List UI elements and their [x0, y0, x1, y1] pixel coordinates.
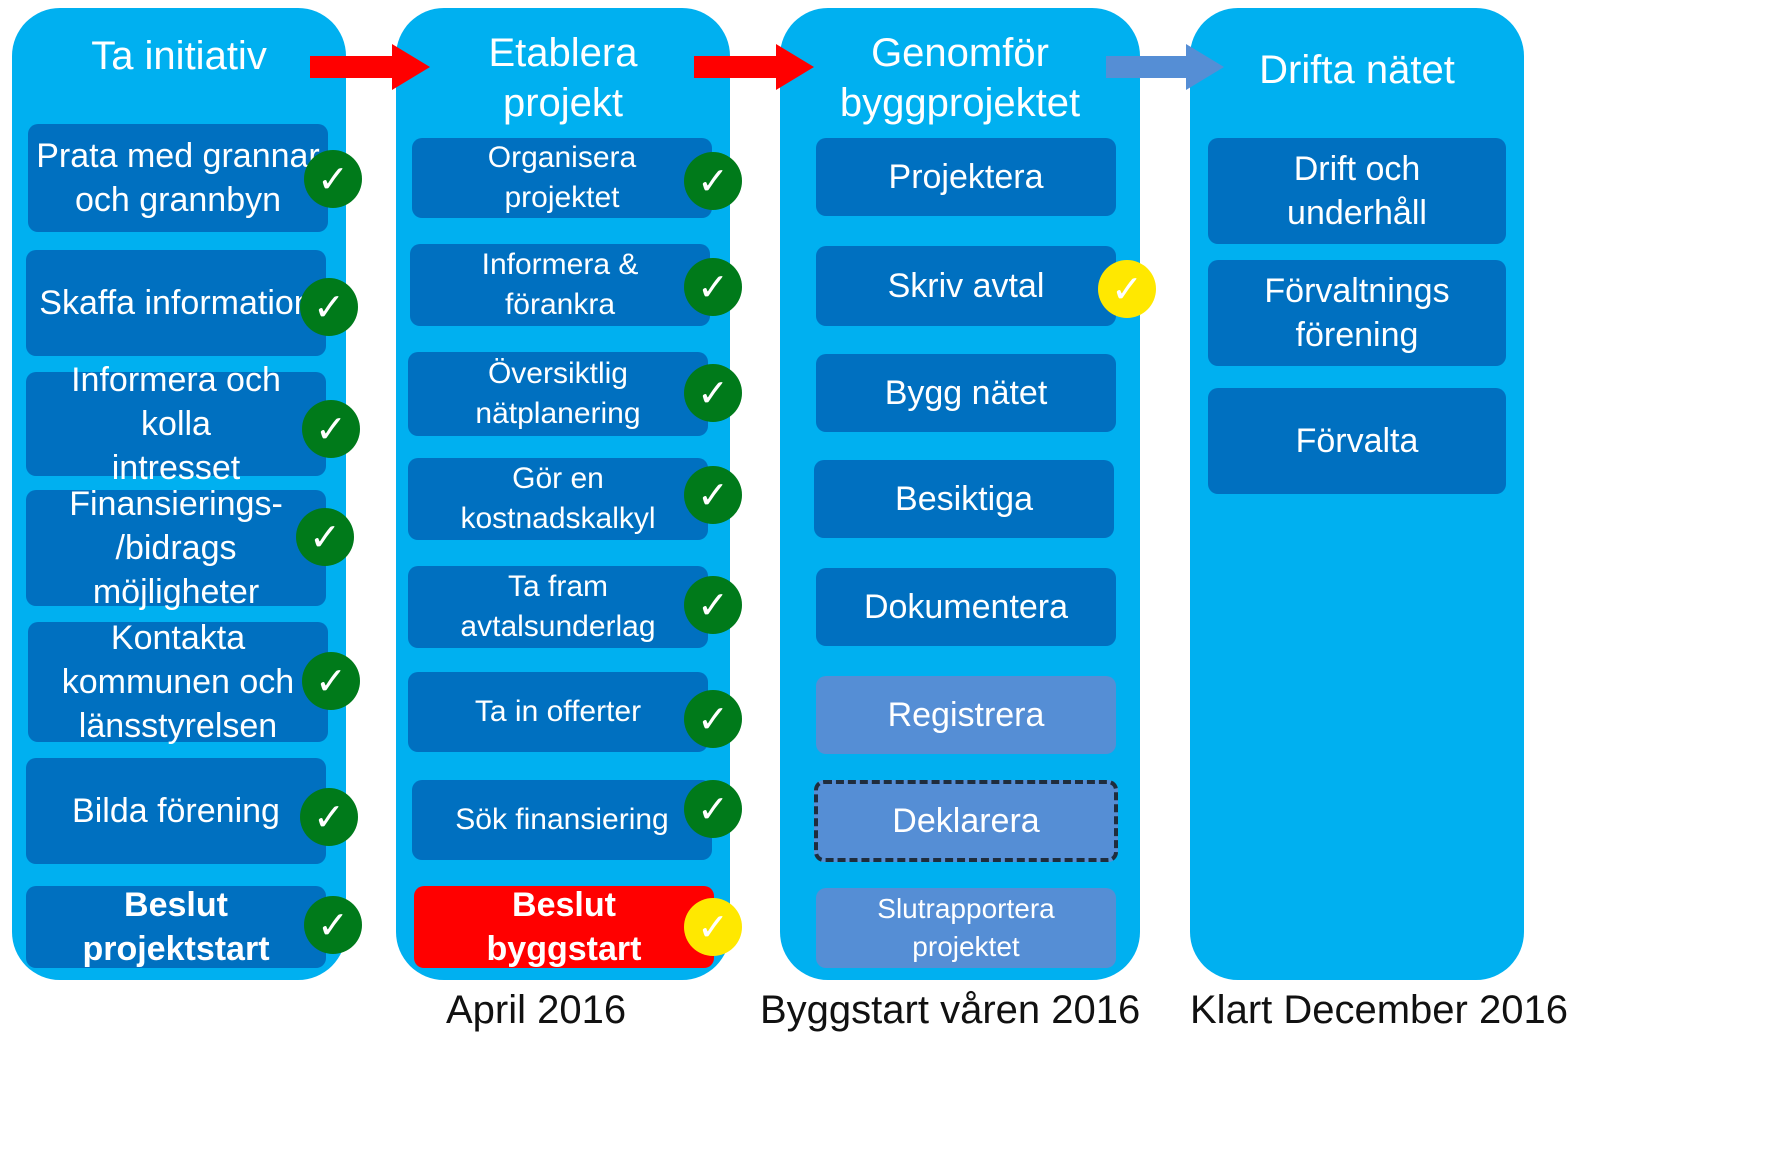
- step-projektera: Projektera: [816, 138, 1116, 216]
- step-skriv-avtal: Skriv avtal: [816, 246, 1116, 326]
- step-forvalta: Förvalta: [1208, 388, 1506, 494]
- date-label-april-2016: April 2016: [446, 988, 627, 1032]
- check-done-icon: ✓: [684, 576, 742, 634]
- step-sok-finansiering: Sök finansiering: [412, 780, 712, 860]
- step-drift-och-underhall: Drift och underhåll: [1208, 138, 1506, 244]
- step-finansierings-bidrag: Finansierings- /bidrags möjligheter: [26, 485, 326, 611]
- check-done-icon: ✓: [302, 652, 360, 710]
- column-title: Etablera projekt: [488, 31, 638, 125]
- step-skaffa-information: Skaffa information: [26, 250, 326, 356]
- check-done-icon: ✓: [684, 258, 742, 316]
- date-label-klart: Klart December 2016: [1190, 988, 1568, 1032]
- step-ta-fram-avtalsunderlag: Ta fram avtalsunderlag: [408, 566, 708, 648]
- check-done-icon: ✓: [684, 152, 742, 210]
- check-pending-icon: ✓: [1098, 260, 1156, 318]
- arrow-right-icon: [310, 44, 430, 90]
- step-beslut-byggstart: Beslut byggstart: [414, 886, 714, 968]
- check-done-icon: ✓: [302, 400, 360, 458]
- step-informera-och-kolla-intresset: Informera och kolla intresset: [26, 361, 326, 487]
- check-done-icon: ✓: [684, 466, 742, 524]
- column-title: Genomför byggprojektet: [839, 31, 1081, 125]
- check-done-icon: ✓: [684, 780, 742, 838]
- arrow-right-icon: [694, 44, 814, 90]
- column-title: Ta initiativ: [91, 34, 267, 78]
- check-done-icon: ✓: [300, 788, 358, 846]
- step-beslut-projektstart: Beslut projektstart: [26, 886, 326, 968]
- check-done-icon: ✓: [304, 896, 362, 954]
- check-done-icon: ✓: [296, 508, 354, 566]
- step-slutrapportera-projektet: Slutrapportera projektet: [816, 888, 1116, 968]
- step-dokumentera: Dokumentera: [816, 568, 1116, 646]
- step-informera-forankra: Informera & förankra: [410, 244, 710, 326]
- column-title: Drifta nätet: [1259, 48, 1455, 92]
- step-bilda-forening: Bilda förening: [26, 758, 326, 864]
- step-deklarera: Deklarera: [814, 780, 1118, 862]
- arrow-right-icon: [1106, 44, 1224, 90]
- step-prata-med-grannar: Prata med grannar och grannbyn: [28, 124, 328, 232]
- step-bygg-natet: Bygg nätet: [816, 354, 1116, 432]
- step-besiktiga: Besiktiga: [814, 460, 1114, 538]
- check-done-icon: ✓: [300, 278, 358, 336]
- step-oversiktlig-natplanering: Översiktlig nätplanering: [408, 352, 708, 436]
- check-done-icon: ✓: [684, 364, 742, 422]
- step-registrera: Registrera: [816, 676, 1116, 754]
- check-done-icon: ✓: [304, 150, 362, 208]
- check-done-icon: ✓: [684, 690, 742, 748]
- date-label-byggstart: Byggstart våren 2016: [760, 988, 1141, 1032]
- check-pending-icon: ✓: [684, 898, 742, 956]
- step-organisera-projektet: Organisera projektet: [412, 138, 712, 218]
- step-gor-en-kostnadskalkyl: Gör en kostnadskalkyl: [408, 458, 708, 540]
- step-forvaltnings-forening: Förvaltnings förening: [1208, 260, 1506, 366]
- step-kontakta-kommunen: Kontakta kommunen och länsstyrelsen: [28, 619, 328, 745]
- step-ta-in-offerter: Ta in offerter: [408, 672, 708, 752]
